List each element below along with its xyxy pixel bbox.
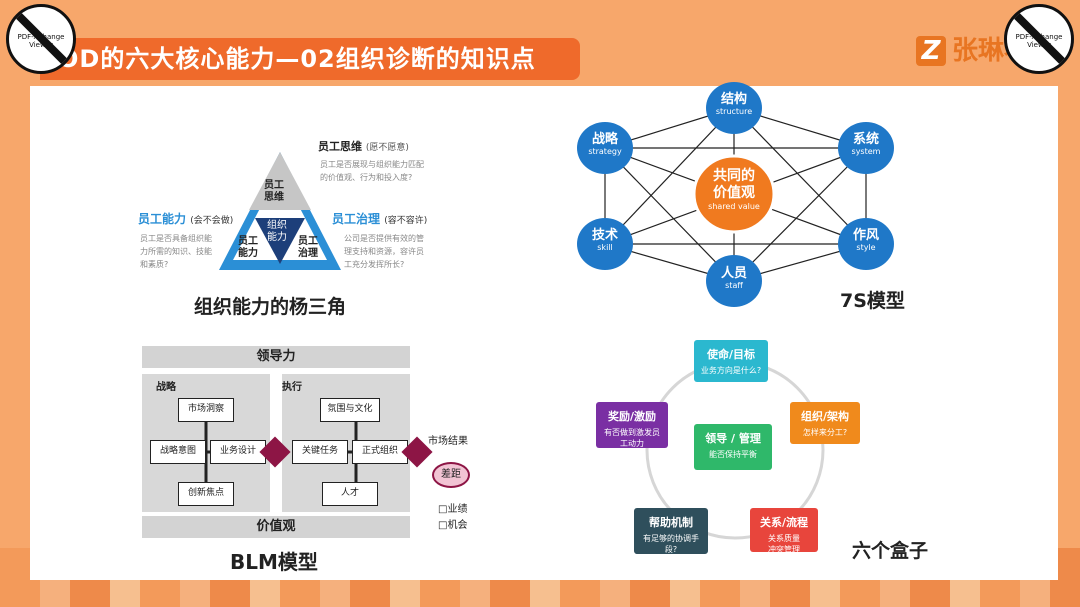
- node-staff: [706, 255, 762, 307]
- blm-box-innovation-focus: 创新焦点: [178, 482, 234, 506]
- label-staff: 人员 staff: [720, 266, 747, 290]
- top-label: 员工思维 (愿不愿意): [318, 140, 409, 153]
- label-style: 作风 style: [852, 228, 879, 252]
- seven-s-diagram: [577, 82, 894, 307]
- six-boxes-caption: 六个盒子: [852, 540, 929, 562]
- inner-left-label: 员工能力: [238, 236, 258, 259]
- box-mission: 使命/目标业务方向是什么?: [694, 340, 768, 382]
- blm-box-business-design: 业务设计: [210, 440, 266, 464]
- triangle-caption: 组织能力的杨三角: [194, 296, 347, 318]
- blm-caption: BLM模型: [230, 550, 318, 574]
- blm-box-talent: 人才: [322, 482, 378, 506]
- box-helpful-mechanisms: 帮助机制 有足够的协调手段?: [634, 508, 708, 554]
- box-rewards: 奖励/激励 有否做到激发员工动力: [596, 402, 668, 448]
- inner-center-label: 组织能力: [267, 220, 287, 243]
- blm-values-bar: 价值观: [142, 516, 410, 538]
- blm-box-strategic-intent: 战略意图: [150, 440, 206, 464]
- box-structure: 组织/架构怎样来分工?: [790, 402, 860, 444]
- inner-right-label: 员工治理: [298, 236, 318, 259]
- node-strategy: [577, 122, 633, 174]
- label-system: 系统 system: [851, 132, 881, 156]
- node-structure: [706, 82, 762, 134]
- seven-s-caption: 7S模型: [840, 290, 905, 312]
- label-strategy: 战略 strategy: [588, 132, 622, 156]
- blm-box-market-insight: 市场洞察: [178, 398, 234, 422]
- blm-box-culture: 氛围与文化: [320, 398, 380, 422]
- left-description: 员工是否具备组织能力所需的知识、技能和素质?: [140, 234, 212, 269]
- yang-triangle: [219, 152, 341, 270]
- node-style: [838, 218, 894, 270]
- blm-gap-ellipse: 差距: [432, 462, 470, 488]
- label-structure: 结构 structure: [715, 92, 753, 116]
- slide-title: OD的六大核心能力—02组织诊断的知识点: [40, 38, 580, 80]
- left-label: 员工能力 (会不会做): [138, 212, 234, 226]
- right-description: 公司是否提供有效的管理支持和资源，容许员工充分发挥所长?: [344, 234, 424, 269]
- blm-gap-items: □业绩□机会: [438, 504, 468, 531]
- blm-leadership-bar: 领导力: [142, 346, 410, 368]
- box-leadership: 领导 / 管理能否保持平衡: [694, 424, 772, 470]
- blm-box-formal-org: 正式组织: [352, 440, 408, 464]
- right-label: 员工治理 (容不容许): [332, 212, 428, 226]
- top-description: 员工是否展现与组织能力匹配的价值观、行为和投入度?: [320, 160, 424, 182]
- blm-strategy-title: 战略: [156, 382, 176, 393]
- node-shared-value: [692, 154, 776, 234]
- watermark-stamp-left: PDF-XChange Viewer: [6, 4, 76, 74]
- watermark-stamp-right: PDF-XChange Viewer: [1004, 4, 1074, 74]
- label-shared-value: 共同的 价值观 shared value: [708, 168, 760, 211]
- label-skill: 技术 skill: [591, 228, 618, 252]
- box-relations: 关系/流程 关系质量冲突管理: [750, 508, 818, 554]
- node-system: [838, 122, 894, 174]
- logo-mark: Z: [916, 36, 946, 66]
- inner-top-label: 员工思维: [264, 180, 284, 203]
- blm-execution-title: 执行: [282, 382, 302, 393]
- blm-market-result: 市场结果: [428, 436, 468, 447]
- blm-box-key-tasks: 关键任务: [292, 440, 348, 464]
- node-skill: [577, 218, 633, 270]
